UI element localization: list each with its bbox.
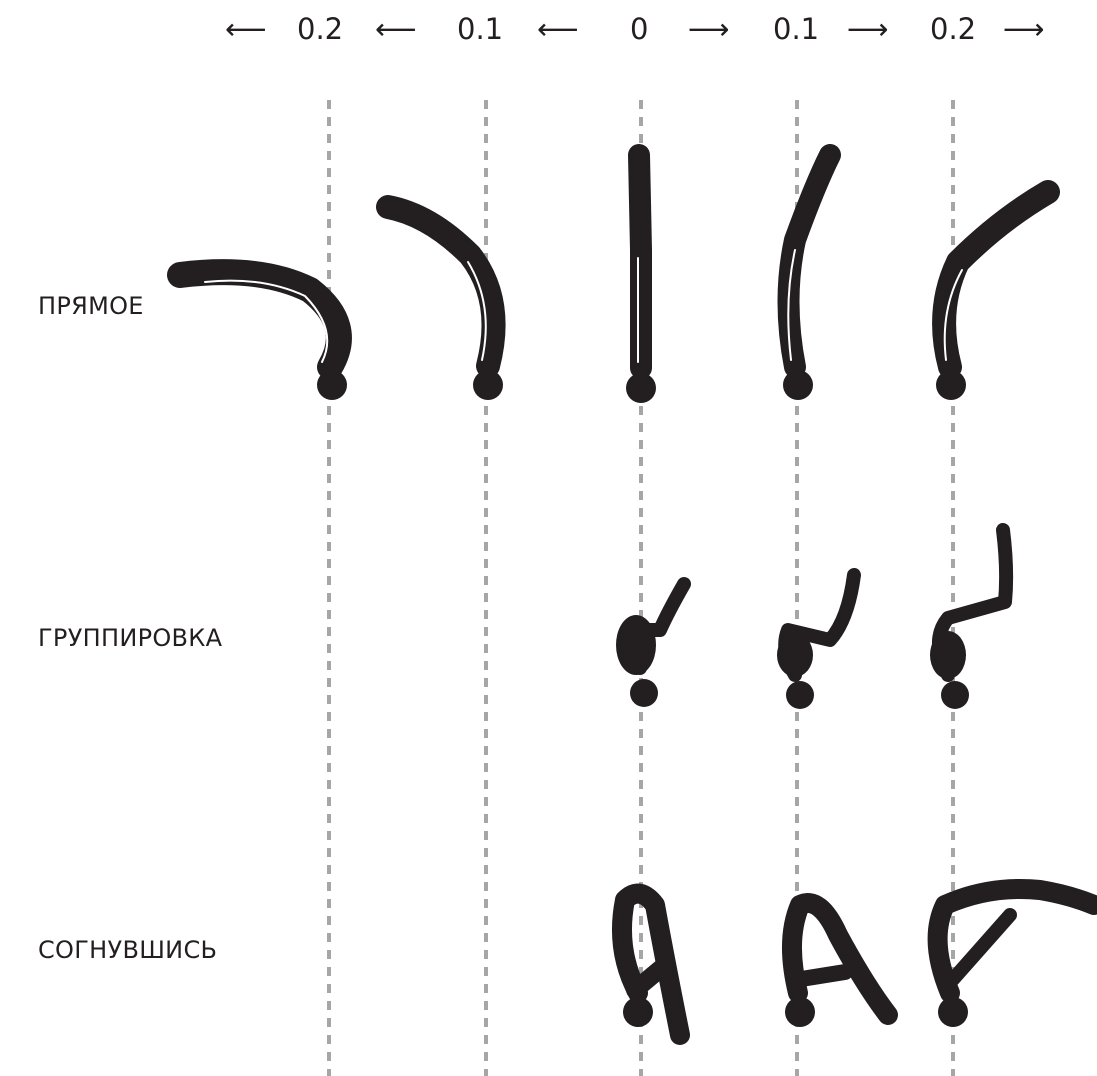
diver-straight-0.1-forward	[783, 155, 830, 400]
diver-straight-0	[626, 155, 656, 403]
diver-tuck-0.1	[777, 575, 854, 709]
diver-pike-0.2	[938, 889, 1094, 1027]
diver-straight-0.1-back	[388, 207, 503, 400]
diver-pike-0	[622, 894, 680, 1035]
diver-tuck-0.2	[930, 530, 1006, 709]
diver-straight-0.2-back	[180, 272, 347, 400]
diver-pike-0.1	[785, 903, 888, 1027]
diver-tuck-0	[616, 584, 684, 707]
